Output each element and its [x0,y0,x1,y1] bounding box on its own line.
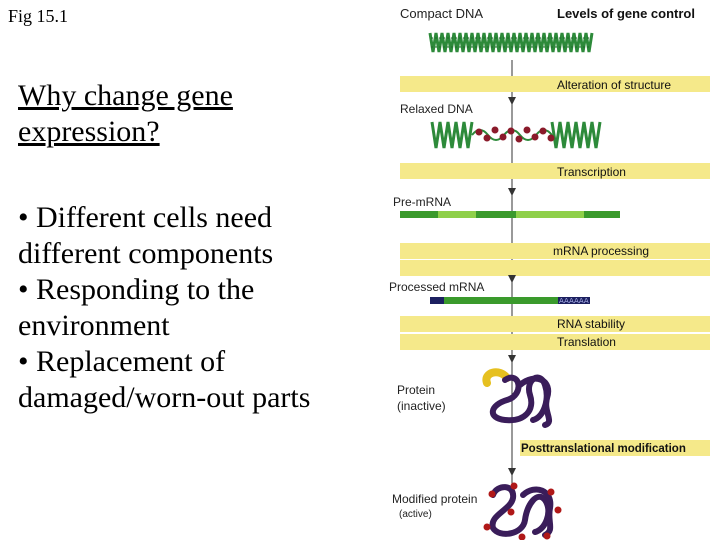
control-posttranslational: Posttranslational modification [521,443,686,455]
gene-control-diagram: Compact DNA Levels of gene control Alter… [389,6,710,540]
stage-processed-mrna: Processed mRNA [389,280,484,294]
stage-protein-inactive: (inactive) [397,399,446,413]
active-protein [483,482,562,540]
arrow-head-5 [508,468,516,476]
band-mrna-processing [400,243,710,259]
pre-mrna-strand [400,211,620,218]
control-mrna-processing: mRNA processing [553,244,649,258]
bullet-line-2: different components [18,237,274,270]
relaxed-dna-coil [430,121,602,149]
band-rna-stability [400,316,710,332]
arrow-head-4 [508,355,516,363]
control-translation: Translation [557,335,616,349]
heading-line-1: Why change gene [18,79,233,112]
figure-label: Fig 15.1 [8,6,69,26]
arrow-head-2 [508,188,516,196]
inactive-protein [482,368,552,428]
processed-mrna-strand: AAAAAA [430,297,590,305]
band-mrna-processing-lower [400,260,710,276]
bullet-line-3: • Responding to the [18,273,255,306]
bullet-line-1: • Different cells need [18,201,273,234]
compact-dna-coil [428,32,594,53]
bullet-line-5: • Replacement of [18,345,226,378]
stage-compact-dna: Compact DNA [400,6,483,21]
slide-heading: Why change gene expression? [18,78,358,150]
control-rna-stability: RNA stability [557,317,625,331]
bullet-line-4: environment [18,309,170,342]
diagram-header: Levels of gene control [557,6,695,21]
band-transcription [400,163,710,179]
band-alteration [400,76,710,92]
control-alteration: Alteration of structure [557,78,671,92]
stage-pre-mrna: Pre-mRNA [393,195,451,209]
stage-modified-protein: Modified protein [392,492,477,506]
bullet-list: • Different cells need different compone… [18,200,378,416]
bullet-line-6: damaged/worn-out parts [18,381,311,414]
svg-text:AAAAAA: AAAAAA [559,297,589,305]
stage-active: (active) [399,509,432,520]
stage-protein: Protein [397,383,435,397]
stage-relaxed-dna: Relaxed DNA [400,102,473,116]
band-translation [400,334,710,350]
heading-line-2: expression? [18,115,160,148]
arrow-head-3 [508,275,516,283]
band-posttranslational [520,440,710,456]
arrow-head-1 [508,97,516,105]
control-transcription: Transcription [557,165,626,179]
